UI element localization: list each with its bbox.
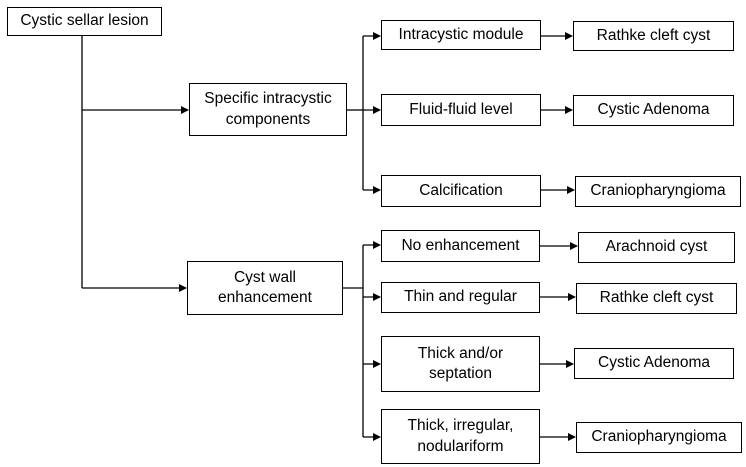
finding-node-intracystic-module: Intracystic module: [381, 20, 541, 50]
diagnosis-node-craniopharyngioma-1: Craniopharyngioma: [575, 176, 741, 207]
diagnosis-node-rathke-cleft-cyst-1: Rathke cleft cyst: [573, 21, 734, 51]
diagnosis-node-craniopharyngioma-2: Craniopharyngioma: [576, 422, 742, 453]
branch-node-cyst-wall-enhancement: Cyst wall enhancement: [187, 261, 343, 315]
root-node: Cystic sellar lesion: [7, 7, 162, 36]
finding-node-no-enhancement: No enhancement: [381, 230, 540, 262]
finding-node-thin-regular: Thin and regular: [381, 282, 540, 313]
diagnosis-node-rathke-cleft-cyst-2: Rathke cleft cyst: [576, 283, 737, 314]
finding-node-calcification: Calcification: [381, 175, 541, 207]
finding-node-fluid-fluid-level: Fluid-fluid level: [381, 94, 541, 126]
diagnosis-node-arachnoid-cyst: Arachnoid cyst: [578, 232, 735, 263]
finding-node-thick-septation: Thick and/or septation: [381, 336, 540, 392]
diagnosis-node-cystic-adenoma-1: Cystic Adenoma: [573, 95, 734, 126]
finding-node-thick-irregular-nodulariform: Thick, irregular, nodulariform: [381, 409, 540, 464]
branch-node-intracystic-components: Specific intracystic components: [189, 83, 347, 136]
diagnosis-node-cystic-adenoma-2: Cystic Adenoma: [574, 348, 734, 379]
